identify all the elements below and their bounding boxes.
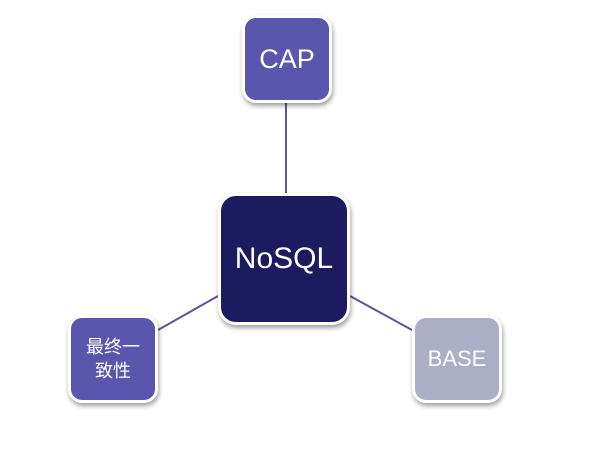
nosql-center-node: NoSQL — [218, 193, 350, 325]
base-node: BASE — [412, 315, 502, 403]
eventual-consistency-node: 最终一 致性 — [68, 315, 158, 403]
cap-node: CAP — [242, 15, 332, 103]
eventual-consistency-label-line-2: 致性 — [95, 361, 131, 381]
eventual-consistency-node-label: 最终一 致性 — [86, 335, 140, 384]
base-node-label: BASE — [427, 346, 487, 372]
cap-node-label: CAP — [259, 43, 315, 74]
eventual-consistency-label-line-1: 最终一 — [86, 336, 140, 357]
connector-nosql-to-base — [349, 295, 413, 331]
connector-nosql-to-consistency — [157, 295, 219, 331]
nosql-node-label: NoSQL — [234, 241, 334, 275]
